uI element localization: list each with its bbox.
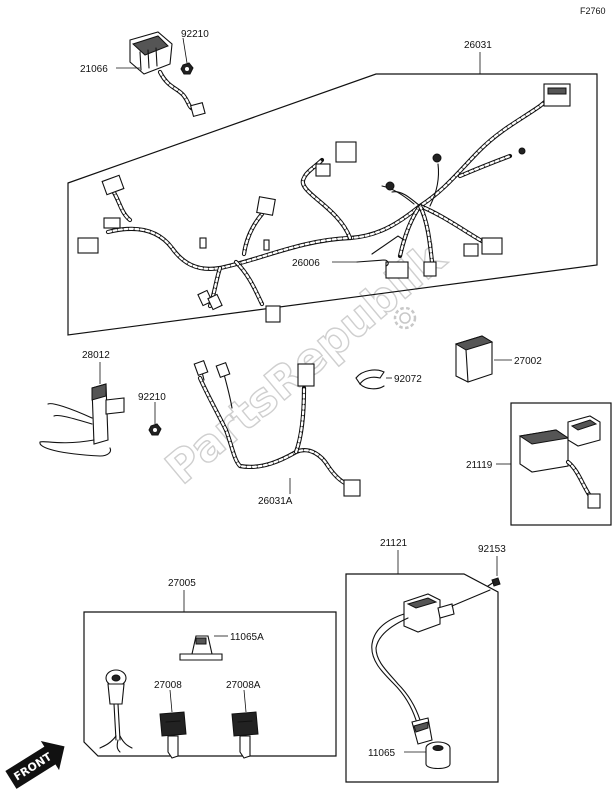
part-92072-band[interactable] <box>355 369 385 390</box>
label-27002: 27002 <box>514 356 542 367</box>
label-21121: 21121 <box>380 538 408 549</box>
label-92210-top: 92210 <box>181 29 209 40</box>
front-arrow-badge: FRONT <box>5 740 65 789</box>
label-27008: 27008 <box>154 680 182 691</box>
part-27008A-key[interactable] <box>231 711 259 759</box>
part-21066-regulator[interactable] <box>129 31 206 118</box>
frame-key-switch <box>83 611 337 757</box>
label-26031A: 26031A <box>258 496 293 507</box>
label-11065: 11065 <box>368 748 396 759</box>
part-11065-cap[interactable] <box>425 741 451 770</box>
part-27002-relay[interactable] <box>454 335 494 383</box>
part-21121-ignition-coil[interactable] <box>371 589 491 745</box>
part-21119-igniter[interactable] <box>518 415 601 509</box>
label-21119: 21119 <box>466 460 493 471</box>
label-92072: 92072 <box>394 374 422 385</box>
part-ignition-switch[interactable] <box>99 669 133 753</box>
label-27005: 27005 <box>168 578 196 589</box>
part-26031A-sub-harness[interactable] <box>193 359 361 497</box>
label-11065A: 11065A <box>230 632 264 643</box>
part-27008-key[interactable] <box>159 711 187 759</box>
label-92210-mid: 92210 <box>138 392 166 403</box>
label-21066: 21066 <box>80 64 108 75</box>
part-92153-bolt[interactable] <box>487 577 501 587</box>
part-92210-nut-mid[interactable] <box>148 423 162 436</box>
part-26031-main-harness[interactable] <box>77 83 571 323</box>
part-26006-clamp[interactable] <box>356 235 405 267</box>
frame-ignition-coil <box>345 573 499 783</box>
gear-watermark-icon <box>393 306 417 330</box>
label-28012: 28012 <box>82 350 110 361</box>
label-92153: 92153 <box>478 544 506 555</box>
part-92210-nut-top[interactable] <box>180 62 194 75</box>
label-26006: 26006 <box>292 258 320 269</box>
diagram-code: F2760 <box>580 6 606 16</box>
part-11065A-cap[interactable] <box>179 635 223 661</box>
label-27008A: 27008A <box>226 680 261 691</box>
part-28012[interactable] <box>39 383 125 457</box>
label-26031: 26031 <box>464 40 492 51</box>
frame-main-harness <box>67 73 598 336</box>
